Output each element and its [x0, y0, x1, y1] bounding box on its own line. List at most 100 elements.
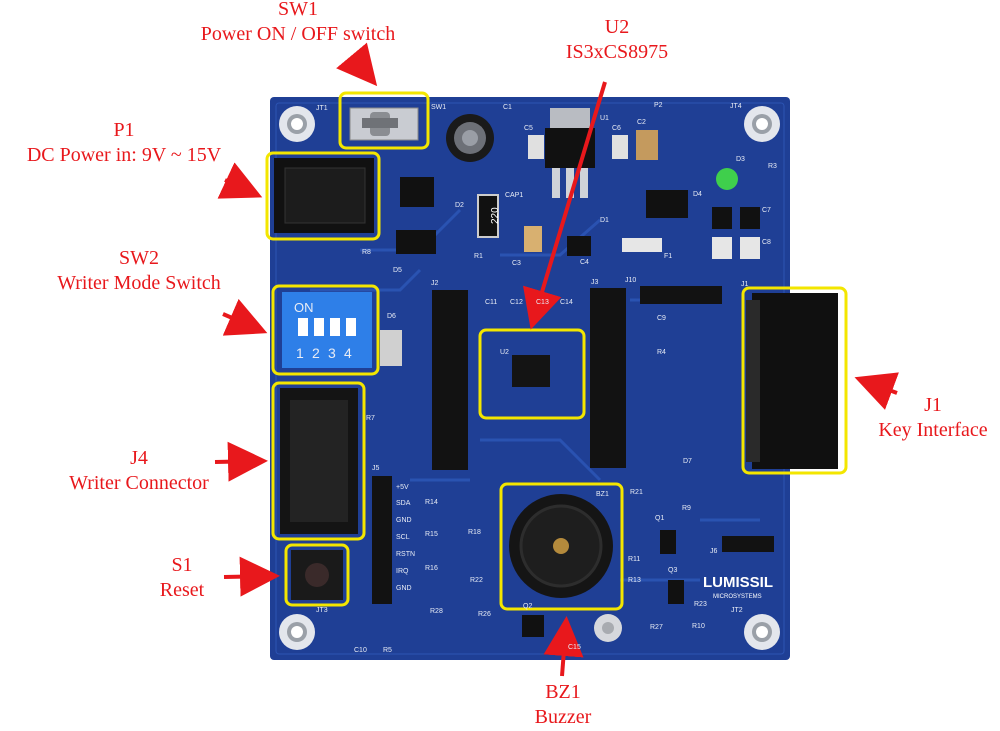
reset-button [291, 550, 343, 600]
callout-j1-ref: J1 [924, 394, 942, 416]
callout-sw1: SW1 Power ON / OFF switch [180, 0, 416, 47]
silk-label: C3 [512, 260, 521, 267]
j5-pin-label: SCL [396, 534, 410, 541]
silk-label: C14 [560, 299, 573, 306]
silk-label: P2 [654, 102, 663, 109]
silk-label: C7 [762, 207, 771, 214]
callout-s1-desc: Reset [159, 579, 205, 601]
arrow-bz1 [543, 616, 584, 677]
silk-label: C1 [503, 104, 512, 111]
lumissil-logo: LUMISSIL MICROSYSTEMS [703, 574, 773, 600]
callout-u2: U2 IS3xCS8975 [548, 15, 686, 65]
silk-label: J3 [591, 279, 599, 286]
mounting-holes [279, 106, 780, 650]
silk-label: R3 [768, 163, 777, 170]
j5-pin-labels: +5V SDA GND SCL RSTN IRQ GND [396, 484, 415, 592]
arrow-j4 [214, 441, 268, 482]
dip-number: 1 [296, 345, 304, 361]
dip-number: 3 [328, 345, 336, 361]
silk-label: F1 [664, 253, 672, 260]
silk-label: R22 [470, 577, 483, 584]
callout-j1-desc: Key Interface [878, 419, 988, 441]
callout-s1: S1 Reset [140, 553, 224, 603]
arrow-u2 [523, 81, 607, 330]
silk-label: R28 [430, 608, 443, 615]
silk-label: Q3 [668, 567, 677, 574]
callout-sw2-desc: Writer Mode Switch [57, 272, 221, 294]
silk-label: C6 [612, 125, 621, 132]
silk-label: R8 [362, 249, 371, 256]
header-j10 [640, 286, 722, 304]
callout-p1-desc: DC Power in: 9V ~ 15V [26, 144, 222, 166]
j5-pin-label: IRQ [396, 568, 409, 575]
dc-jack [274, 158, 374, 233]
silk-label: J5 [372, 465, 380, 472]
silk-label: R16 [425, 565, 438, 572]
callout-bz1: BZ1 Buzzer [518, 680, 608, 730]
arrow-sw2 [222, 298, 268, 336]
trimmer [594, 614, 622, 642]
silk-label: R4 [657, 349, 666, 356]
callout-u2-desc: IS3xCS8975 [565, 41, 669, 63]
j5-pin-label: SDA [396, 500, 411, 507]
silk-label: J10 [625, 277, 636, 284]
silk-label: R7 [366, 415, 375, 422]
callout-u2-ref: U2 [604, 16, 630, 38]
silk-label: C5 [524, 125, 533, 132]
highlight-boxes [265, 91, 848, 611]
silk-label: R15 [425, 531, 438, 538]
j5-pin-label: RSTN [396, 551, 415, 558]
silk-label: C13 [536, 299, 549, 306]
silk-label: R10 [692, 623, 705, 630]
j5-pin-label: GND [396, 517, 412, 524]
resistor-marking: 220 [490, 207, 501, 224]
highlight-j1 [741, 286, 848, 475]
highlight-j4 [271, 381, 366, 541]
silk-label: BZ1 [596, 491, 609, 498]
key-interface-connector [746, 293, 838, 469]
callout-sw1-ref: SW1 [278, 0, 318, 20]
arrow-sw1 [336, 42, 378, 87]
silk-label: CAP1 [505, 192, 523, 199]
header-j5 [372, 476, 392, 604]
dip-numbers: 1 2 3 4 [296, 345, 352, 361]
callout-j4-ref: J4 [130, 447, 148, 469]
silk-label: R26 [478, 611, 491, 618]
silk-label: D2 [455, 202, 464, 209]
arrow-j1 [854, 372, 899, 410]
silk-label: R13 [628, 577, 641, 584]
silk-label: D1 [600, 217, 609, 224]
voltage-regulator [545, 108, 595, 198]
power-switch [349, 107, 419, 141]
callout-j4: J4 Writer Connector [52, 446, 226, 496]
silk-label: Q1 [655, 515, 664, 522]
silk-label: D6 [387, 313, 396, 320]
silk-label: D7 [683, 458, 692, 465]
j5-pin-label: GND [396, 585, 412, 592]
callout-sw1-desc: Power ON / OFF switch [200, 23, 396, 45]
silk-label: D5 [393, 267, 402, 274]
silk-label: JT4 [730, 103, 742, 110]
silk-label: C8 [762, 239, 771, 246]
silkscreen-designators: JT1 SW1 C1 C5 U1 C6 C2 P2 JT4 D3 R3 D2 C… [316, 102, 777, 654]
callout-p1-ref: P1 [113, 119, 135, 141]
silk-label: U1 [600, 115, 609, 122]
highlight-p1 [265, 151, 381, 241]
highlight-s1 [284, 543, 350, 607]
highlight-sw1 [338, 91, 430, 150]
chip-u2 [512, 355, 550, 387]
silk-label: JT1 [316, 105, 328, 112]
silk-label: J1 [741, 281, 749, 288]
silk-label: D3 [736, 156, 745, 163]
silk-label: JT3 [316, 607, 328, 614]
silk-label: R1 [474, 253, 483, 260]
highlight-sw2 [271, 284, 380, 376]
svg-text:MICROSYSTEMS: MICROSYSTEMS [713, 594, 762, 600]
silk-label: J2 [431, 280, 439, 287]
arrow-p1 [217, 162, 263, 199]
silk-label: R18 [468, 529, 481, 536]
callout-sw2: SW2 Writer Mode Switch [40, 246, 238, 296]
silk-label: R21 [630, 489, 643, 496]
callout-sw2-ref: SW2 [119, 247, 159, 269]
dip-on-label: ON [294, 300, 314, 315]
